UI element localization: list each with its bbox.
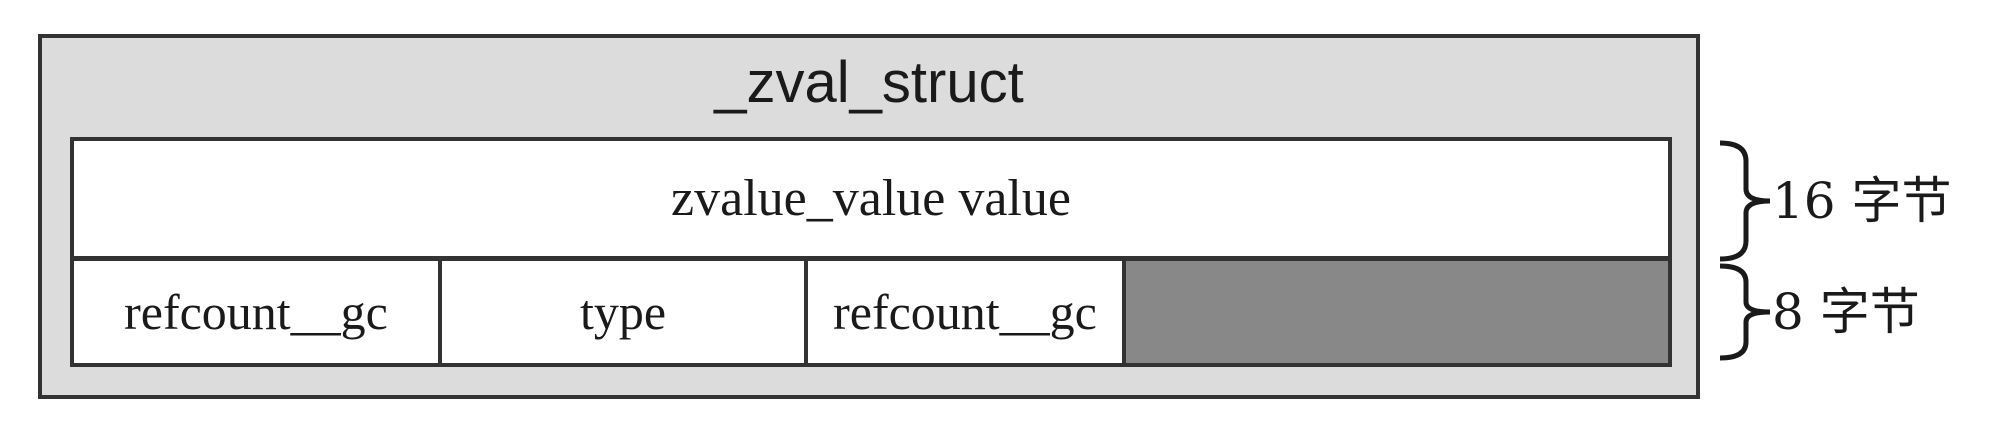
field-refcount-gc-2: refcount__gc: [808, 261, 1126, 363]
brace-16-bytes: [1719, 140, 1771, 262]
brace-label-8: 8 字节: [1772, 283, 1920, 341]
brace-8-bytes: [1719, 263, 1771, 361]
field-row: refcount__gc type refcount__gc: [70, 257, 1672, 367]
value-field: zvalue_value value: [70, 137, 1672, 260]
field-type: type: [442, 261, 808, 363]
field-label: refcount__gc: [833, 284, 1097, 340]
padding-block: [1126, 261, 1668, 363]
field-label: type: [579, 284, 667, 340]
struct-title: _zval_struct: [714, 50, 1024, 115]
value-field-label: zvalue_value value: [671, 170, 1071, 227]
brace-label-16: 16 字节: [1772, 172, 1952, 230]
field-label: refcount__gc: [124, 284, 388, 340]
field-refcount-gc-1: refcount__gc: [74, 261, 442, 363]
